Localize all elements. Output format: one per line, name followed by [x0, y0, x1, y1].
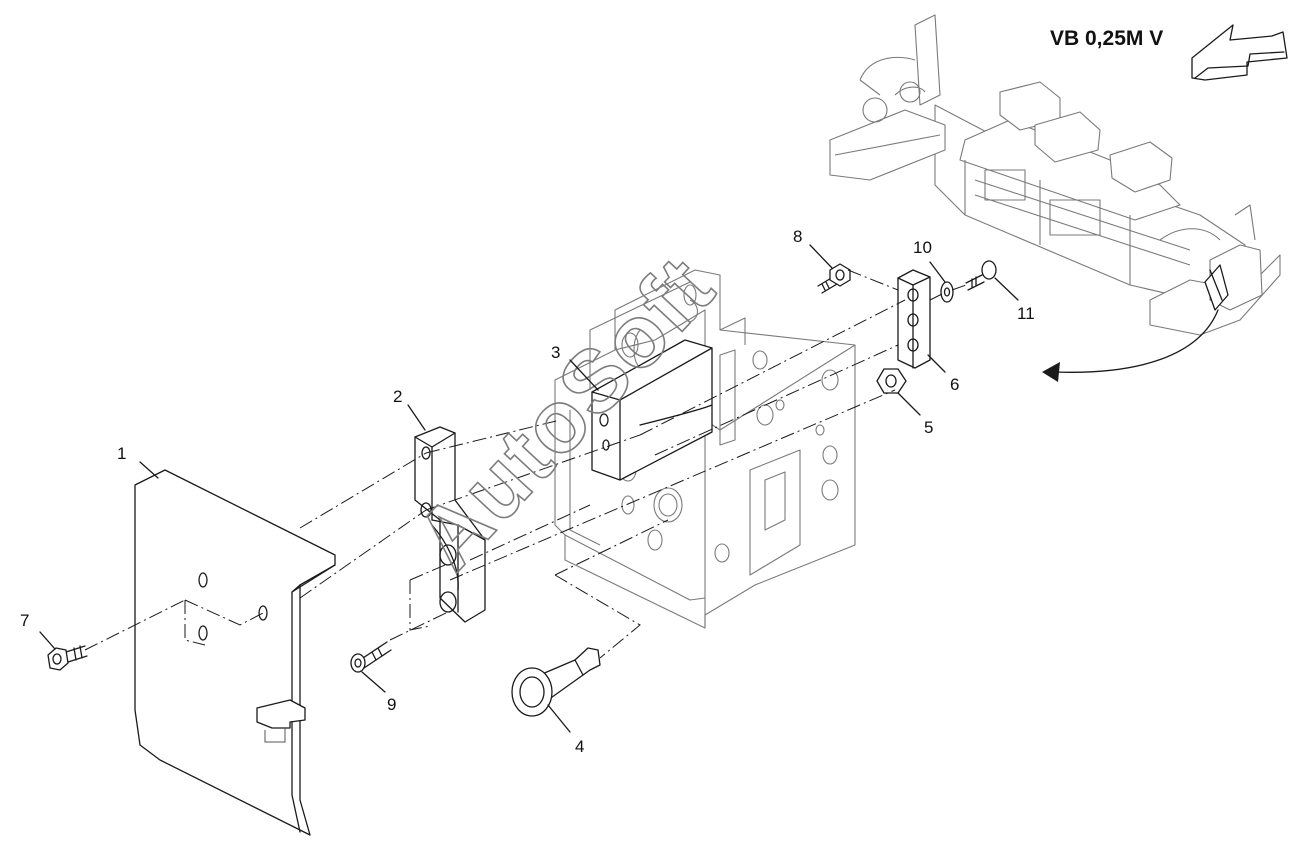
assembly-axis-lines [84, 269, 967, 659]
part-11-screw [965, 260, 997, 291]
callout-1: 1 [117, 444, 126, 463]
part-3-clamp-block [591, 339, 713, 481]
view-direction-arrow [1191, 24, 1288, 81]
part-1-cover-panel [134, 469, 336, 836]
callout-6: 6 [950, 375, 959, 394]
callout-7: 7 [20, 611, 29, 630]
view-title: VB 0,25M V [1050, 27, 1163, 50]
callout-11: 11 [1017, 304, 1035, 323]
part-2-bracket [414, 426, 486, 623]
part-5-hex-nut [876, 368, 907, 394]
callout-9: 9 [387, 695, 396, 714]
part-8-screw [817, 263, 851, 294]
part-6-retainer-plate [897, 269, 931, 369]
part-4-pin [511, 647, 601, 717]
callout-3: 3 [551, 343, 560, 362]
callout-8: 8 [793, 227, 802, 246]
callout-2: 2 [393, 387, 402, 406]
part-10-washer [940, 281, 954, 303]
callout-leaders [39, 244, 1019, 733]
part-9-screw [350, 641, 392, 673]
callout-5: 5 [924, 418, 933, 437]
callout-10: 10 [913, 238, 932, 257]
callout-4: 4 [575, 737, 584, 756]
curved-pointer-arrow [1042, 309, 1219, 382]
screed-overview-illustration [829, 14, 1281, 336]
part-7-bolt [47, 645, 88, 671]
